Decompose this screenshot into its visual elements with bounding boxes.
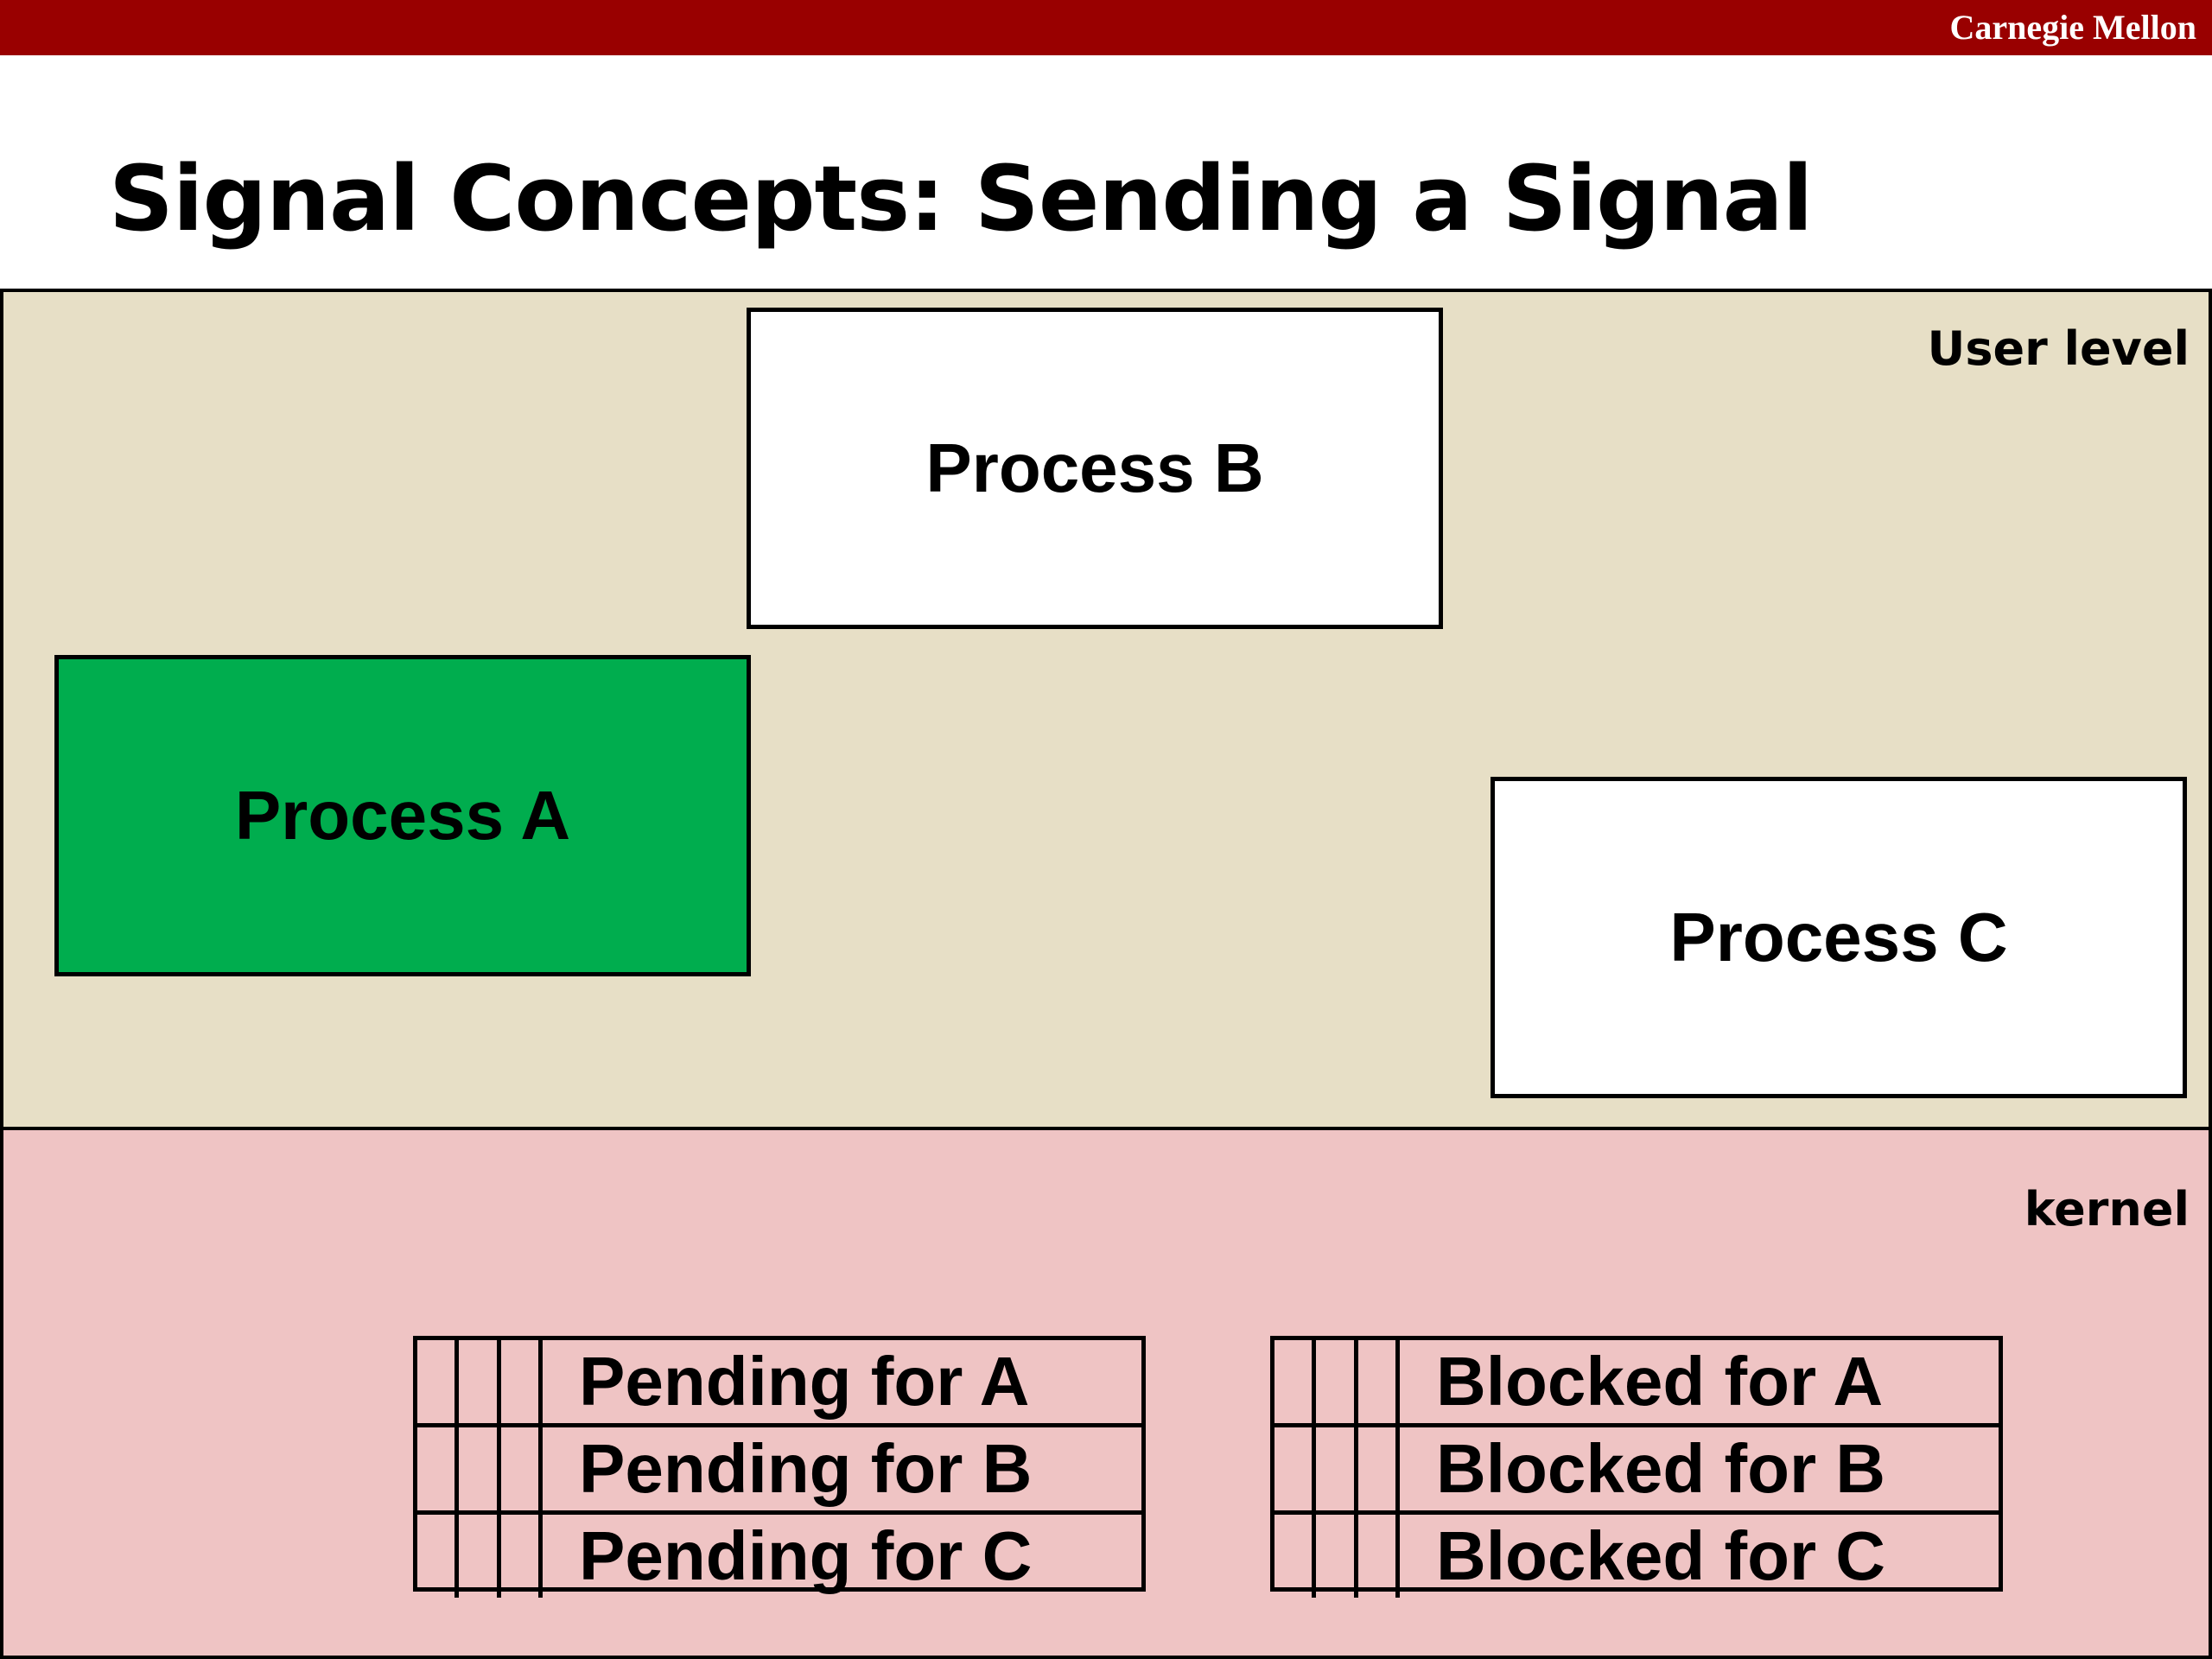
bit-cell	[1316, 1427, 1358, 1510]
blocked-bit-cells	[1274, 1515, 1400, 1598]
pending-row-label: Pending for C	[579, 1517, 1033, 1594]
process-c-box: Process C	[1491, 777, 2187, 1098]
bit-cell	[1274, 1515, 1317, 1598]
bit-cell	[1274, 1427, 1317, 1510]
blocked-row-a: Blocked for A	[1274, 1340, 1999, 1427]
bit-cell	[459, 1340, 501, 1423]
bit-cell	[459, 1515, 501, 1598]
process-c-label: Process C	[1669, 899, 2008, 976]
bit-cell	[1358, 1340, 1400, 1423]
bit-cell	[501, 1340, 543, 1423]
process-a-label: Process A	[234, 777, 571, 854]
header-bar: Carnegie Mellon	[0, 0, 2212, 55]
pending-row-c: Pending for C	[417, 1515, 1141, 1598]
pending-row-label: Pending for A	[579, 1343, 1030, 1420]
process-b-box: Process B	[747, 308, 1443, 629]
bit-cell	[501, 1427, 543, 1510]
bit-cell	[501, 1515, 543, 1598]
bit-cell	[459, 1427, 501, 1510]
bit-cell	[1358, 1427, 1400, 1510]
blocked-bits-table: Blocked for A Blocked for B Blocked for …	[1270, 1336, 2003, 1598]
bit-cell	[1316, 1515, 1358, 1598]
kernel-region	[0, 1130, 2212, 1659]
process-a-box: Process A	[54, 655, 751, 976]
kernel-label: kernel	[2024, 1182, 2190, 1236]
bit-cell	[1316, 1340, 1358, 1423]
blocked-row-label: Blocked for C	[1436, 1517, 1886, 1594]
pending-bits-table: Pending for A Pending for B Pending for …	[413, 1336, 1146, 1598]
slide-title: Signal Concepts: Sending a Signal	[109, 146, 1813, 251]
bit-cell	[417, 1515, 460, 1598]
bit-cell	[1358, 1515, 1400, 1598]
brand-logo-text: Carnegie Mellon	[1949, 8, 2197, 47]
blocked-row-c: Blocked for C	[1274, 1515, 1999, 1598]
bit-cell	[1274, 1340, 1317, 1423]
process-b-label: Process B	[925, 429, 1264, 506]
blocked-bit-cells	[1274, 1340, 1400, 1423]
blocked-row-label: Blocked for A	[1436, 1343, 1884, 1420]
pending-bit-cells	[417, 1340, 543, 1423]
blocked-bit-cells	[1274, 1427, 1400, 1510]
user-level-label: User level	[1927, 321, 2190, 376]
blocked-row-label: Blocked for B	[1436, 1430, 1886, 1507]
pending-row-b: Pending for B	[417, 1427, 1141, 1515]
pending-bit-cells	[417, 1427, 543, 1510]
pending-row-label: Pending for B	[579, 1430, 1033, 1507]
pending-row-a: Pending for A	[417, 1340, 1141, 1427]
blocked-row-b: Blocked for B	[1274, 1427, 1999, 1515]
bit-cell	[417, 1340, 460, 1423]
pending-bit-cells	[417, 1515, 543, 1598]
bit-cell	[417, 1427, 460, 1510]
